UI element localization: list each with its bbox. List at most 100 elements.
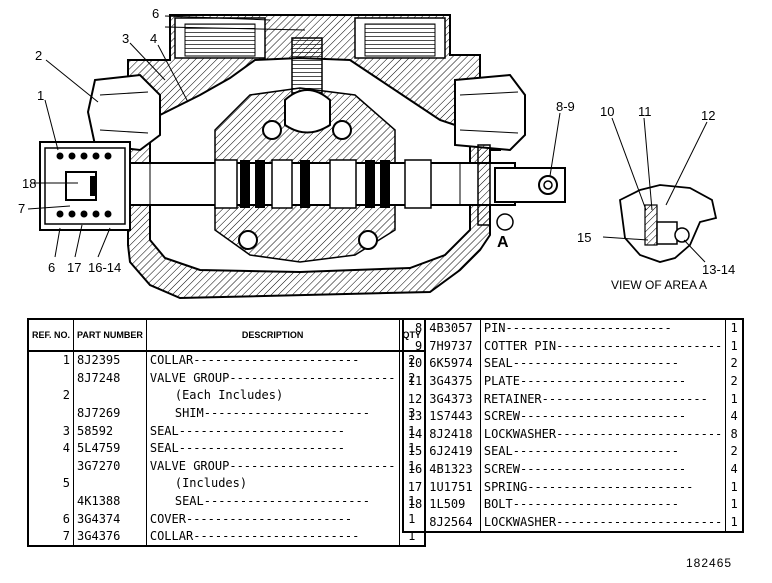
ref-no-cell: 5 [28,475,75,493]
table-row: 73G4376COLLAR1 [28,527,425,546]
part-number-cell: 4B3057 [425,319,481,338]
part-number-cell [73,475,147,493]
callout-7: 7 [18,201,25,216]
qty-cell: 1 [730,391,738,406]
callout-17: 17 [67,260,81,275]
part-number-cell: 8J2395 [73,351,147,370]
valve-spool [94,159,516,209]
part-number-cell: 3G7270 [73,457,147,476]
qty-cell: 2 [730,356,738,371]
description-cell: VALVE GROUP [146,369,400,388]
figure-number: 182465 [686,556,733,570]
description-cell: SPRING [480,478,727,496]
part-number-cell: 3G4375 [425,372,481,391]
callout-labels: 6 2 3 4 1 18 7 6 17 16-14 8-9 10 11 12 1… [18,6,735,292]
table-row: 8J7269SHIM3 [28,404,425,423]
description-cell: SHIM [146,404,400,423]
leader-dashes [542,392,708,406]
ref-no-cell: 4 [28,439,75,458]
callout-1: 1 [37,88,44,103]
leader-dashes [513,444,679,458]
leader-dashes [229,459,395,473]
part-number-cell: 6J2419 [425,443,481,461]
parts-table-right: 84B3057PIN197H9737COTTER PIN1106K5974SEA… [402,318,744,534]
part-number-cell: 3G4373 [425,390,481,408]
table-row: 84B3057PIN1 [403,319,743,338]
table-row: 164B1323SCREW4 [403,460,743,479]
table-row: 63G4374COVER1 [28,510,425,528]
callout-13-14: 13-14 [702,262,735,277]
part-number-cell: 5L4759 [73,439,147,458]
description-cell: SEAL [146,492,400,511]
header-description: DESCRIPTION [146,319,400,352]
description-cell: COLLAR [146,351,400,370]
header-ref-no: REF. NO. [28,319,75,352]
leader-dashes [229,371,395,385]
leader-dashes [513,497,679,511]
part-number-cell: 3G4374 [73,510,147,528]
description-cell: SEAL [146,422,400,440]
description-cell: BOLT [480,495,727,514]
ref-no-cell [28,457,75,476]
leader-dashes [193,529,359,543]
ref-no-cell: 16 [403,460,427,479]
description-cell: PIN [480,319,727,338]
part-number-cell: 8J2418 [425,425,481,444]
inset-caption: VIEW OF AREA A [611,278,707,292]
table-row: 4K1388SEAL1 [28,492,425,511]
callout-6: 6 [48,260,55,275]
ref-no-cell: 13 [403,407,427,426]
inset-view-area-a [602,117,718,263]
description-cell: (Includes) [146,475,400,493]
ref-no-cell: 18 [403,495,427,514]
qty-cell: 1 [730,321,738,336]
description-cell: RETAINER [480,390,727,408]
callout-15: 15 [577,230,591,245]
description-cell: SCREW [480,460,727,479]
leader-dashes [193,353,359,367]
part-number-cell: 1L509 [425,495,481,514]
description-cell: (Each Includes) [146,387,400,405]
leader-dashes [204,494,370,508]
ref-no-cell: 6 [28,510,75,528]
ref-no-cell: 10 [403,355,427,373]
leader-lines [27,15,561,258]
qty-cell: 4 [730,462,738,477]
table-row: 106K5974SEAL2 [403,355,743,373]
callout-10: 10 [600,104,614,119]
description-cell: COTTER PIN [480,337,727,356]
table-row: 8J2564LOCKWASHER1 [403,513,743,533]
leader-dashes [506,321,672,335]
ref-no-cell: 1 [28,351,75,370]
description-cell: SCREW [480,407,727,426]
leader-dashes [186,512,352,526]
table-row: 5 (Includes) [28,475,425,493]
table-row: 18J2395COLLAR2 [28,351,425,370]
ref-no-cell [403,513,427,533]
part-number-cell: 6K5974 [425,355,481,373]
part-number-cell: 4K1388 [73,492,147,511]
leader-dashes [520,409,686,423]
part-number-cell: 8J7269 [73,404,147,423]
part-number-cell: 3G4376 [73,527,147,546]
qty-cell: 1 [730,497,738,512]
description-cell: VALVE GROUP [146,457,400,476]
part-number-cell: 1U1751 [425,478,481,496]
table-row: 156J2419SEAL2 [403,443,743,461]
table-row: 181L509BOLT1 [403,495,743,514]
callout-4: 4 [150,31,157,46]
qty-cell: 1 [730,514,738,529]
ref-no-cell: 14 [403,425,427,444]
callout-8-9: 8-9 [556,99,575,114]
description-cell: SEAL [480,443,727,461]
table-row: 358592SEAL1 [28,422,425,440]
description-cell: COLLAR [146,527,400,546]
ref-no-cell: 12 [403,390,427,408]
table-row: 113G4375PLATE2 [403,372,743,391]
left-hex-nut [86,73,161,152]
table-header: REF. NO. PART NUMBER DESCRIPTION QTY [28,319,426,352]
ref-no-cell [28,404,75,423]
